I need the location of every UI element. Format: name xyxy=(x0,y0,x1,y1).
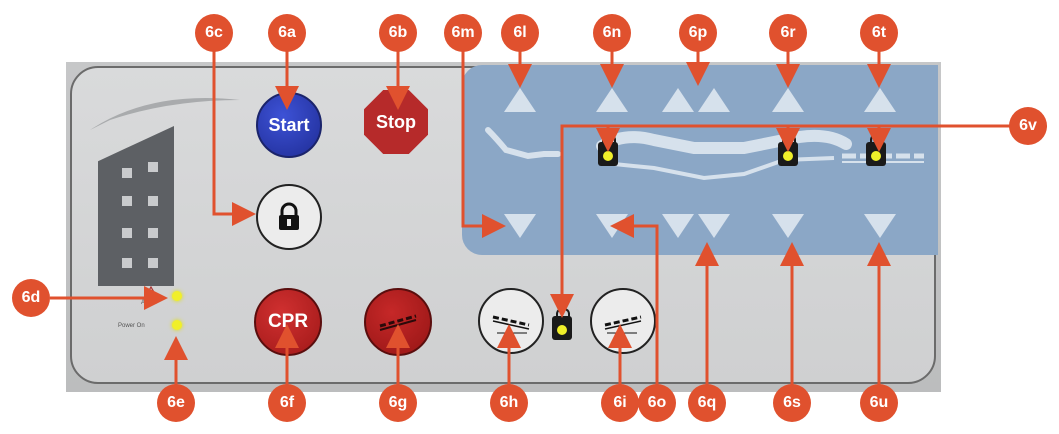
callout-6g: 6g xyxy=(379,384,417,422)
callout-6r: 6r xyxy=(769,14,807,52)
callout-6m: 6m xyxy=(444,14,482,52)
callout-6e-label: 6e xyxy=(167,394,185,411)
power-on-label: Power On xyxy=(118,323,145,329)
callout-6h-label: 6h xyxy=(499,394,519,411)
bed-height-up-button-left[interactable] xyxy=(662,88,694,112)
lock-icon xyxy=(279,202,299,230)
head-section-up-button[interactable] xyxy=(596,88,628,112)
callout-6i: 6i xyxy=(601,384,639,422)
callout-6q-label: 6q xyxy=(697,394,717,411)
knee-section-up-button[interactable] xyxy=(772,88,804,112)
logo-grid-square xyxy=(148,258,158,268)
callout-6c-label: 6c xyxy=(205,24,223,41)
bed-height-up-button-right[interactable] xyxy=(698,88,730,112)
callout-6l-label: 6l xyxy=(513,24,527,41)
lock-button[interactable] xyxy=(256,184,322,250)
hilo-down-button[interactable] xyxy=(864,214,896,238)
callout-6t-label: 6t xyxy=(871,24,887,41)
callout-6g-label: 6g xyxy=(388,394,408,411)
callout-6f-label: 6f xyxy=(279,394,295,411)
logo-grid-square xyxy=(148,228,158,238)
start-button[interactable]: Start xyxy=(256,92,322,158)
callout-6r-label: 6r xyxy=(780,24,796,41)
callout-6m-label: 6m xyxy=(451,24,475,41)
hilo-up-button[interactable] xyxy=(864,88,896,112)
callout-6n: 6n xyxy=(593,14,631,52)
callout-6q: 6q xyxy=(688,384,726,422)
logo-grid-square xyxy=(122,196,132,206)
callout-6s: 6s xyxy=(773,384,811,422)
callout-6p: 6p xyxy=(679,14,717,52)
callout-6l: 6l xyxy=(501,14,539,52)
bed-height-down-button-left[interactable] xyxy=(662,214,694,238)
callout-6u: 6u xyxy=(860,384,898,422)
callout-6e: 6e xyxy=(157,384,195,422)
stop-button-label: Stop xyxy=(376,111,416,132)
callout-6a-label: 6a xyxy=(278,24,296,41)
callout-6s-label: 6s xyxy=(783,394,801,411)
callout-6v-label: 6v xyxy=(1019,117,1037,134)
logo-grid-square xyxy=(148,196,158,206)
callout-6d: 6d xyxy=(12,279,50,317)
callout-6b-label: 6b xyxy=(388,24,408,41)
callout-6o-label: 6o xyxy=(647,394,667,411)
callout-6i-label: 6i xyxy=(613,394,627,411)
logo-grid-square xyxy=(148,162,158,172)
callout-6a: 6a xyxy=(268,14,306,52)
callout-6d-label: 6d xyxy=(21,289,41,306)
logo-grid-square xyxy=(122,228,132,238)
callout-6n-label: 6n xyxy=(602,24,622,41)
start-button-label: Start xyxy=(268,114,310,135)
callout-6u-label: 6u xyxy=(869,394,889,411)
logo-grid-square xyxy=(122,168,132,178)
backrest-up-button[interactable] xyxy=(504,88,536,112)
callout-6o: 6o xyxy=(638,384,676,422)
logo-swoosh xyxy=(90,98,240,130)
stop-button[interactable]: Stop xyxy=(364,90,428,154)
logo-grid-square xyxy=(122,258,132,268)
callout-6t: 6t xyxy=(860,14,898,52)
callout-6c: 6c xyxy=(195,14,233,52)
bed-head-up-icon xyxy=(485,127,561,160)
callout-6p-label: 6p xyxy=(688,24,708,41)
backrest-down-button[interactable] xyxy=(504,214,536,238)
alarm-led xyxy=(172,291,182,301)
power-led xyxy=(172,320,182,330)
knee-section-down-button[interactable] xyxy=(772,214,804,238)
bed-height-down-button-right[interactable] xyxy=(698,214,730,238)
callout-6v: 6v xyxy=(1009,107,1047,145)
callout-6f: 6f xyxy=(268,384,306,422)
callout-6b: 6b xyxy=(379,14,417,52)
callout-6h: 6h xyxy=(490,384,528,422)
